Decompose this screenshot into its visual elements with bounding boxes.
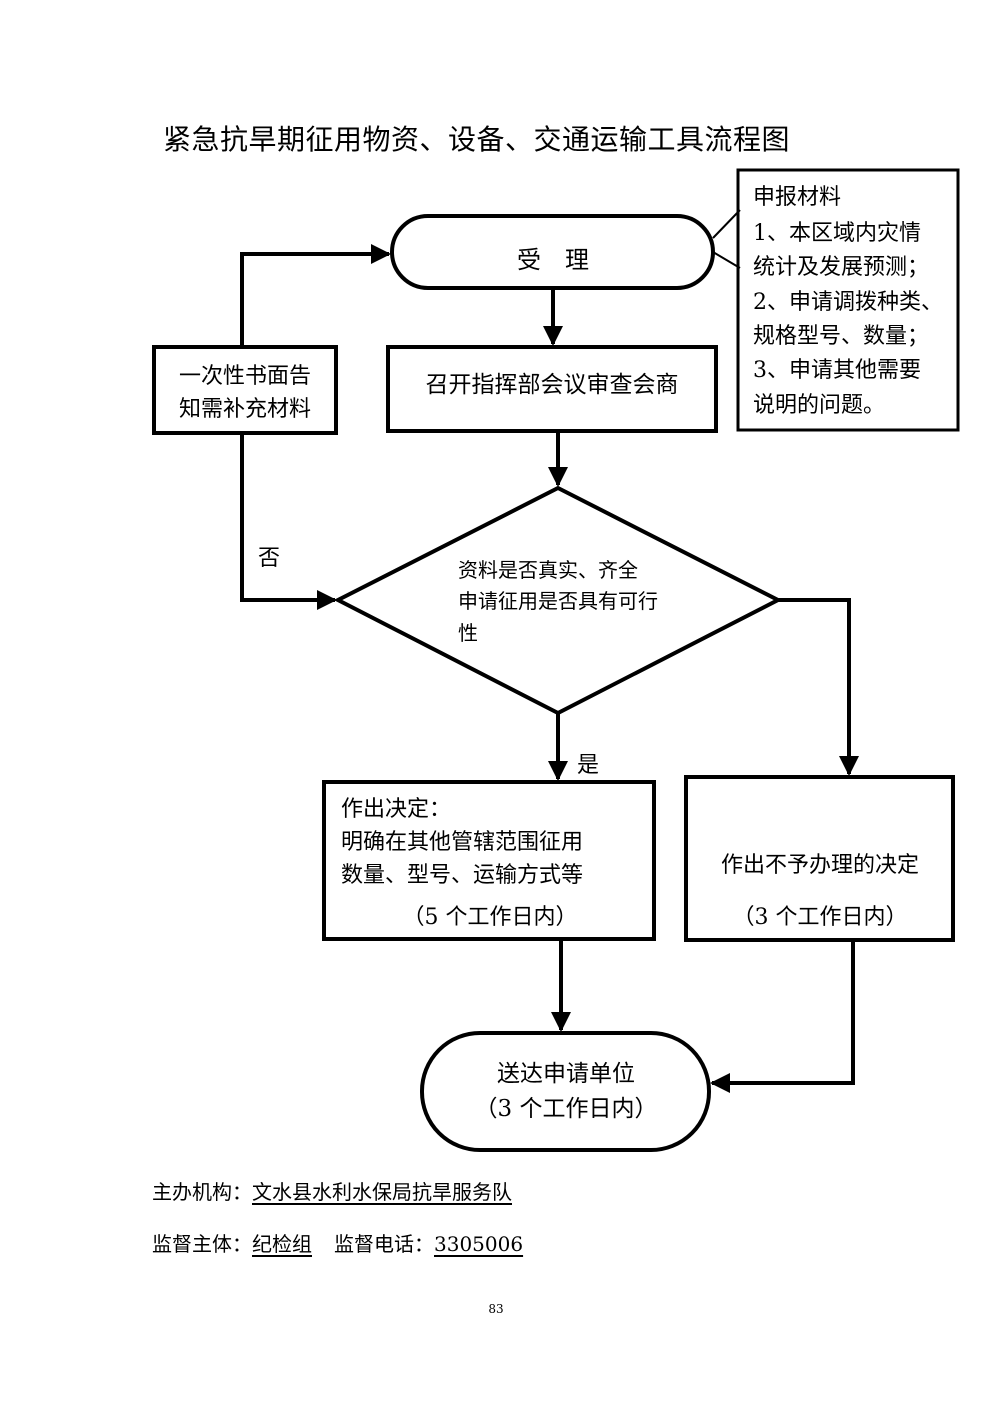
edge-no-notice: [240, 433, 337, 610]
notice-line: 一次性书面告: [179, 364, 311, 389]
meeting-label: 召开指挥部会议审查会商: [426, 372, 679, 398]
materials-line: 统计及发展预测；: [753, 255, 929, 280]
organizer-line: 主办机构：文水县水利水保局抗旱服务队: [152, 1176, 512, 1205]
materials-heading: 申报材料: [753, 185, 841, 210]
reject-box: [684, 775, 955, 942]
decision-line: 申请征用是否具有可行: [458, 589, 658, 613]
decision-line: 性: [458, 621, 478, 645]
deliver-label: 送达申请单位: [497, 1061, 635, 1087]
reject-time: （3 个工作日内）: [733, 905, 908, 930]
approve-time: （5 个工作日内）: [403, 905, 578, 930]
approve-line: 明确在其他管辖范围征用: [341, 830, 583, 855]
notice-line: 知需补充材料: [179, 397, 311, 422]
approve-line: 作出决定：: [341, 797, 451, 822]
supervisor-label: 监督主体：: [152, 1232, 252, 1256]
edge-notice-accept: [240, 244, 391, 347]
page-number: 83: [488, 1302, 504, 1316]
edge-reject-deliver: [710, 940, 855, 1093]
supervision-line: 监督主体：纪检组监督电话：3305006: [152, 1228, 523, 1257]
organizer-label: 主办机构：: [152, 1180, 252, 1204]
decision-line: 资料是否真实、齐全: [458, 558, 638, 582]
notice-box: [152, 345, 338, 435]
reject-label: 作出不予办理的决定: [721, 853, 919, 878]
supervisor-value: 纪检组: [252, 1232, 312, 1256]
materials-line: 说明的问题。: [753, 393, 885, 418]
deliver-terminal: [420, 1031, 711, 1152]
phone-label: 监督电话：: [334, 1232, 434, 1256]
materials-box: [736, 168, 960, 432]
materials-line: 规格型号、数量；: [753, 324, 929, 349]
edge-decision-reject: [778, 598, 859, 776]
edge-label-no: 否: [258, 546, 280, 571]
accept-label: 受 理: [517, 246, 589, 274]
materials-callout: [712, 209, 741, 269]
edge-label-yes: 是: [577, 753, 599, 778]
materials-line: 3、申请其他需要: [753, 358, 921, 383]
materials-line: 2、申请调拨种类、: [753, 290, 943, 315]
deliver-time: （3 个工作日内）: [475, 1096, 658, 1122]
materials-line: 1、本区域内灾情: [753, 221, 921, 246]
approve-box: [322, 780, 656, 941]
organizer-value: 文水县水利水保局抗旱服务队: [252, 1180, 512, 1204]
meeting-box: [386, 345, 718, 433]
phone-value: 3305006: [434, 1232, 524, 1256]
page-title: 紧急抗旱期征用物资、设备、交通运输工具流程图: [163, 123, 791, 156]
approve-line: 数量、型号、运输方式等: [341, 863, 583, 888]
